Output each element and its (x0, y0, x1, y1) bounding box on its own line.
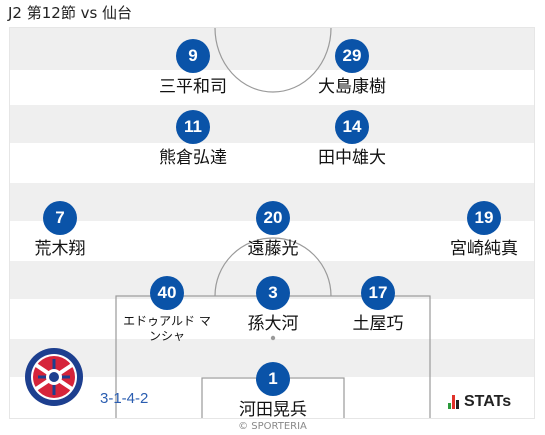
player-19: 19 宮崎純真 (424, 201, 534, 259)
player-number-badge: 1 (256, 362, 290, 396)
player-number-badge: 29 (335, 39, 369, 73)
player-20: 20 遠藤光 (213, 201, 333, 259)
player-29: 29 大島康樹 (292, 39, 412, 97)
page-title: J2 第12節 vs 仙台 (8, 4, 133, 22)
player-number-badge: 14 (335, 110, 369, 144)
player-11: 11 熊倉弘達 (133, 110, 253, 168)
player-14: 14 田中雄大 (292, 110, 412, 168)
player-number-badge: 20 (256, 201, 290, 235)
player-name: 遠藤光 (247, 239, 299, 259)
player-name: 宮崎純真 (450, 239, 518, 259)
copyright: © SPORTERIA (238, 421, 307, 432)
player-name: 熊倉弘達 (159, 148, 227, 168)
player-3: 3 孫大河 (213, 276, 333, 334)
ventforet-kofu-crest-icon (25, 348, 83, 406)
pitch: 9 三平和司 29 大島康樹 11 熊倉弘達 14 田中雄大 7 荒木翔 20 … (9, 27, 535, 419)
player-7: 7 荒木翔 (10, 201, 120, 259)
player-40: 40 エドゥアルド マンシャ (121, 276, 213, 344)
formation-label: 3-1-4-2 (100, 390, 149, 407)
player-name: 荒木翔 (34, 239, 86, 259)
player-number-badge: 9 (176, 39, 210, 73)
player-name: 孫大河 (247, 314, 299, 334)
player-name: 田中雄大 (318, 148, 386, 168)
player-9: 9 三平和司 (133, 39, 253, 97)
player-name: 河田晃兵 (239, 400, 307, 419)
player-name: 土屋巧 (352, 314, 404, 334)
player-number-badge: 19 (467, 201, 501, 235)
player-name: 三平和司 (159, 77, 227, 97)
player-1: 1 河田晃兵 (213, 362, 333, 419)
stats-logo: STATs (448, 393, 511, 411)
player-number-badge: 40 (150, 276, 184, 310)
player-name: 大島康樹 (318, 77, 386, 97)
player-number-badge: 3 (256, 276, 290, 310)
pitch-stripe (10, 105, 534, 143)
player-number-badge: 17 (361, 276, 395, 310)
player-name: エドゥアルド マンシャ (123, 314, 211, 343)
stats-bars-icon (448, 395, 460, 409)
player-17: 17 土屋巧 (318, 276, 438, 334)
player-number-badge: 11 (176, 110, 210, 144)
stats-logo-text: STATs (464, 393, 512, 410)
pitch-stripe (10, 28, 534, 70)
player-number-badge: 7 (43, 201, 77, 235)
